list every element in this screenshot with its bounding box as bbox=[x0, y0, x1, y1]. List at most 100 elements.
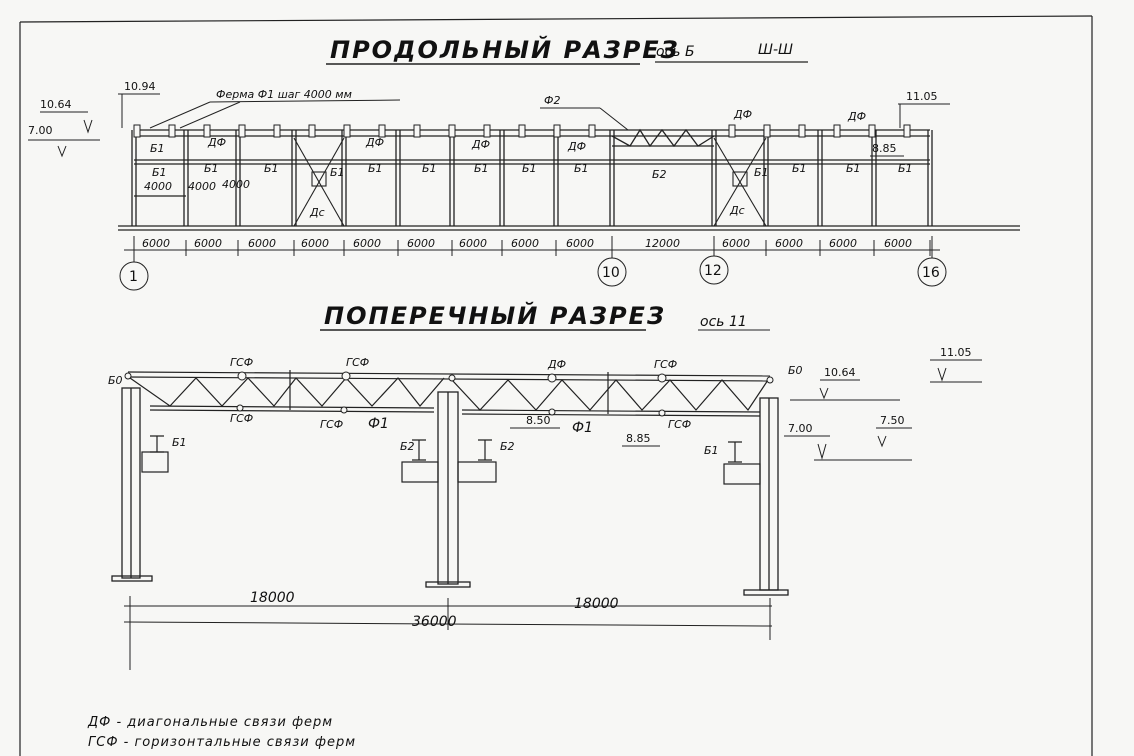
cross-dimensions bbox=[123, 596, 773, 670]
long-span-dim: 6000 bbox=[566, 237, 594, 250]
long-member-label: Б1 bbox=[898, 162, 913, 175]
axis-12-label: 12 bbox=[704, 263, 722, 279]
elev-750: 7.50 bbox=[880, 414, 905, 427]
longitudinal-section: ПРОДОЛЬНЫЙ РАЗРЕЗ ось Б Ш-Ш 10.94 10.64 … bbox=[28, 35, 1020, 291]
long-member-label: Б1 bbox=[150, 142, 165, 155]
label-gsf-6: ГСФ bbox=[668, 418, 691, 431]
dim-18000-left: 18000 bbox=[250, 590, 295, 606]
purlin-box bbox=[238, 124, 246, 138]
axis-bubble-1: 1 bbox=[119, 236, 149, 291]
label-b1-left: Б1 bbox=[172, 436, 187, 449]
long-span-dim: 6000 bbox=[884, 237, 912, 250]
long-member-label: Б1 bbox=[846, 162, 861, 175]
label-f1-2: Ф1 bbox=[572, 420, 593, 436]
long-axis-label: ось Б bbox=[656, 44, 695, 60]
label-b2-a: Б2 bbox=[400, 440, 415, 453]
sheet-frame bbox=[19, 15, 1093, 756]
long-member-label: ДФ bbox=[471, 138, 490, 151]
label-b0-left: Б0 bbox=[108, 374, 123, 387]
long-member-label: Дс bbox=[309, 206, 325, 219]
purlin-box bbox=[168, 124, 176, 138]
long-span-dim: 6000 bbox=[459, 237, 487, 250]
elev-1064-cross: 10.64 bbox=[824, 366, 856, 379]
long-member-label: ДФ bbox=[365, 136, 384, 149]
long-span-dim: 6000 bbox=[194, 237, 222, 250]
axis-16-label: 16 bbox=[922, 265, 940, 281]
long-span-dim: 6000 bbox=[775, 237, 803, 250]
cross-title: ПОПЕРЕЧНЫЙ РАЗРЕЗ bbox=[324, 301, 666, 330]
long-member-label: Б1 bbox=[368, 162, 383, 175]
purlin-box bbox=[553, 124, 561, 138]
long-span-dim: 6000 bbox=[301, 237, 329, 250]
long-span-dim: 6000 bbox=[511, 237, 539, 250]
long-member-label: Б1 bbox=[422, 162, 437, 175]
long-member-label: ДФ bbox=[207, 136, 226, 149]
long-member-label: Б1 bbox=[574, 162, 589, 175]
axis-bubble-12: 12 bbox=[699, 236, 729, 285]
long-columns bbox=[131, 130, 933, 226]
purlin-box bbox=[798, 124, 806, 138]
label-gsf-5: ГСФ bbox=[320, 418, 343, 431]
label-gsf-3: ГСФ bbox=[654, 358, 677, 371]
axis-1-label: 1 bbox=[129, 269, 138, 285]
long-span-dim: 6000 bbox=[353, 237, 381, 250]
purlin-box bbox=[343, 124, 351, 138]
label-df-1: ДФ bbox=[547, 358, 566, 371]
f2-label: Ф2 bbox=[544, 94, 560, 107]
purlin-box bbox=[133, 124, 141, 138]
long-member-label: Б1 bbox=[754, 166, 769, 179]
cross-section: ПОПЕРЕЧНЫЙ РАЗРЕЗ ось 11 bbox=[108, 301, 982, 670]
legend-gsf: ГСФ - горизонтальные связи ферм bbox=[88, 735, 356, 750]
elev-1094: 10.94 bbox=[124, 80, 156, 93]
elev-885-long: 8.85 bbox=[872, 142, 897, 155]
dim-36000: 36000 bbox=[412, 614, 457, 630]
purlin-box bbox=[448, 124, 456, 138]
long-member-label: ДФ bbox=[733, 108, 752, 121]
cross-nodes bbox=[124, 371, 774, 417]
purlin-box bbox=[833, 124, 841, 138]
label-gsf-4: ГСФ bbox=[230, 412, 253, 425]
elev-700-cross: 7.00 bbox=[788, 422, 813, 435]
long-bracing bbox=[293, 137, 767, 227]
purlin-box bbox=[273, 124, 281, 138]
long-member-label: Б1 bbox=[264, 162, 279, 175]
long-member-label: 4000 bbox=[188, 180, 216, 193]
axis-bubble-16: 16 bbox=[917, 236, 947, 287]
elev-700: 7.00 bbox=[28, 124, 53, 137]
purlin-box bbox=[378, 124, 386, 138]
long-frame bbox=[118, 129, 1020, 231]
elev-1105: 11.05 bbox=[940, 346, 972, 359]
long-span-dim: 6000 bbox=[722, 237, 750, 250]
purlin-box bbox=[518, 124, 526, 138]
truss-note: Ферма Ф1 шаг 4000 мм bbox=[216, 88, 352, 101]
purlin-box bbox=[588, 124, 596, 138]
elev-1105-long: 11.05 bbox=[906, 90, 938, 103]
label-gsf-1: ГСФ bbox=[230, 356, 253, 369]
elev-850: 8.50 bbox=[526, 414, 551, 427]
long-member-label: ДФ bbox=[847, 110, 866, 123]
elev-1064: 10.64 bbox=[40, 98, 72, 111]
long-member-label: Б1 bbox=[330, 166, 345, 179]
axis-10-label: 10 bbox=[602, 265, 620, 281]
purlin-box bbox=[203, 124, 211, 138]
label-b2-b: Б2 bbox=[500, 440, 515, 453]
label-f1-1: Ф1 bbox=[368, 416, 389, 432]
long-span-dim: 6000 bbox=[407, 237, 435, 250]
legend-df: ДФ - диагональные связи ферм bbox=[87, 715, 333, 730]
long-section-mark: Ш-Ш bbox=[758, 42, 793, 58]
long-member-label: 4000 bbox=[144, 180, 172, 193]
long-span-dim: 6000 bbox=[248, 237, 276, 250]
purlin-box bbox=[868, 124, 876, 138]
long-span-dim: 6000 bbox=[142, 237, 170, 250]
long-member-label: 4000 bbox=[222, 178, 250, 191]
long-member-label: Дс bbox=[729, 204, 745, 217]
purlin-box bbox=[308, 124, 316, 138]
purlin-box bbox=[483, 124, 491, 138]
purlin-box bbox=[763, 124, 771, 138]
long-purlin-boxes bbox=[133, 124, 911, 138]
label-gsf-2: ГСФ bbox=[346, 356, 369, 369]
label-b1-right: Б1 bbox=[704, 444, 719, 457]
